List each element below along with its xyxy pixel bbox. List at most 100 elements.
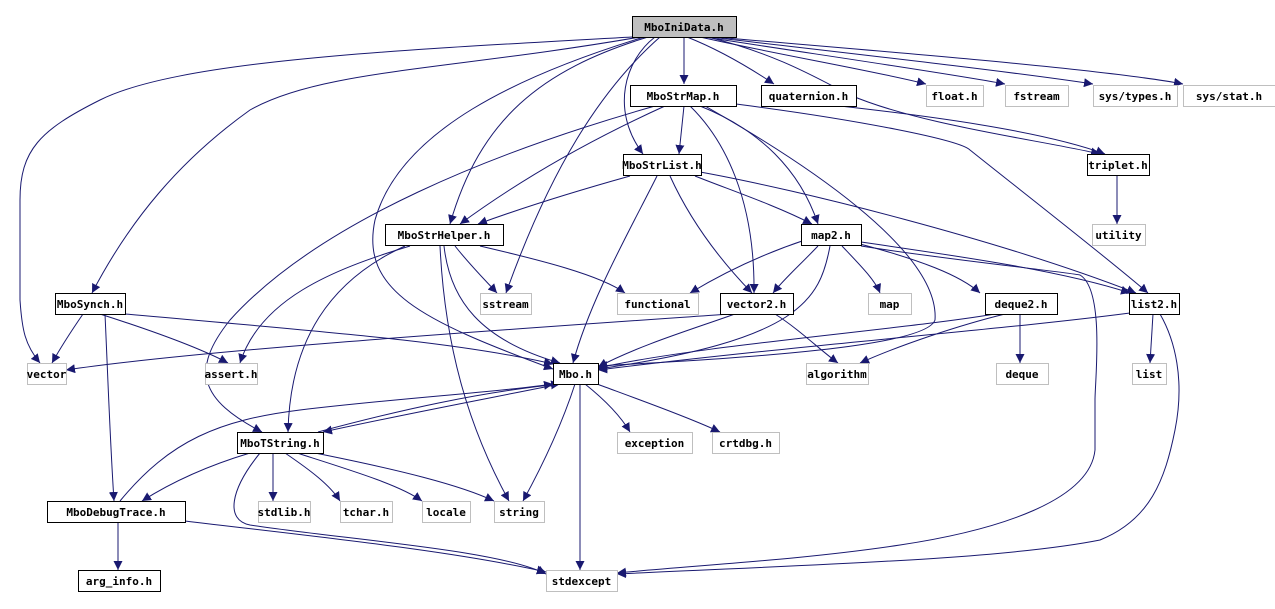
node-box	[720, 293, 794, 315]
node-label: algorithm	[807, 368, 867, 381]
edge-mbostrmap-h-to-mbo-h	[597, 105, 936, 370]
edge-mboinidata-h-to-triplet-h	[707, 36, 1101, 157]
edge-map2-h-to-deque2-h	[859, 243, 981, 294]
edge-mbotstring-h-to-tchar-h	[284, 452, 341, 502]
node-label: MboIniData.h	[644, 21, 723, 34]
node-float-h[interactable]: float.h	[926, 85, 984, 107]
node-list[interactable]: list	[1132, 363, 1167, 385]
node-box	[480, 293, 532, 315]
node-label: MboSynch.h	[57, 298, 123, 311]
node-exception[interactable]: exception	[617, 432, 693, 454]
node-mbostrmap-h[interactable]: MboStrMap.h	[630, 85, 737, 107]
edge-mbostrmap-h-to-mbotstring-h	[205, 105, 656, 433]
node-label: map	[880, 298, 900, 311]
node-box	[761, 85, 857, 107]
node-stdexcept[interactable]: stdexcept	[546, 570, 618, 592]
node-label: locale	[426, 506, 466, 519]
node-mbosynch-h[interactable]: MboSynch.h	[55, 293, 126, 315]
node-label: fstream	[1013, 90, 1060, 103]
edge-mboinidata-h-to-mbo-h	[372, 36, 645, 371]
edge-mbo-h-to-string	[522, 383, 576, 502]
node-locale[interactable]: locale	[422, 501, 471, 523]
node-box	[926, 85, 984, 107]
node-vector[interactable]: vector	[27, 363, 67, 385]
edge-mbostrmap-h-to-vector2-h	[689, 105, 759, 294]
edge-mbostrhelper-h-to-mbo-h	[443, 245, 561, 365]
edge-map2-h-to-vector2-h	[772, 245, 819, 294]
node-functional[interactable]: functional	[617, 293, 699, 315]
node-fstream[interactable]: fstream	[1005, 85, 1069, 107]
edge-mbostrhelper-h-to-mbotstring-h	[283, 245, 406, 433]
edge-mbostrmap-h-to-mbostrhelper-h	[459, 105, 666, 225]
node-box	[422, 501, 471, 523]
node-box	[1129, 293, 1180, 315]
node-triplet-h[interactable]: triplet.h	[1087, 154, 1150, 176]
node-box	[996, 363, 1049, 385]
node-label: stdexcept	[552, 575, 612, 588]
edge-map2-h-to-mbo-h	[597, 245, 831, 373]
node-tchar-h[interactable]: tchar.h	[340, 501, 393, 523]
node-box	[1132, 363, 1167, 385]
edge-mbostrmap-h-to-mbostrlist-h	[675, 105, 685, 155]
node-sstream[interactable]: sstream	[480, 293, 532, 315]
node-sys-stat-h[interactable]: sys/stat.h	[1183, 85, 1275, 107]
node-box	[47, 501, 186, 523]
node-string[interactable]: string	[494, 501, 545, 523]
edge-list2-h-to-mbo-h	[597, 312, 1131, 374]
node-utility[interactable]: utility	[1092, 224, 1146, 246]
edge-mbo-h-to-crtdbg-h	[596, 383, 721, 433]
edge-quaternion-h-to-triplet-h	[839, 105, 1106, 156]
node-label: stdlib.h	[258, 506, 311, 519]
node-assert-h[interactable]: assert.h	[205, 363, 258, 385]
node-label: list2.h	[1131, 298, 1177, 311]
node-label: string	[499, 506, 539, 519]
node-label: sstream	[482, 298, 529, 311]
node-label: deque2.h	[995, 298, 1048, 311]
node-mboinidata-h[interactable]: MboIniData.h	[632, 16, 737, 38]
node-mbodebugtrace-h[interactable]: MboDebugTrace.h	[47, 501, 186, 523]
node-mbotstring-h[interactable]: MboTString.h	[237, 432, 324, 454]
edge-mbotstring-h-to-stdexcept	[233, 452, 547, 575]
node-box	[340, 501, 393, 523]
node-label: MboDebugTrace.h	[66, 506, 165, 519]
node-label: MboStrHelper.h	[398, 229, 491, 242]
node-algorithm[interactable]: algorithm	[806, 363, 869, 385]
edge-mbostrhelper-h-to-functional	[479, 245, 626, 294]
node-label: deque	[1005, 368, 1038, 381]
node-mbostrhelper-h[interactable]: MboStrHelper.h	[385, 224, 504, 246]
node-box	[1183, 85, 1275, 107]
node-vector2-h[interactable]: vector2.h	[720, 293, 794, 315]
node-quaternion-h[interactable]: quaternion.h	[761, 85, 857, 107]
node-deque2-h[interactable]: deque2.h	[985, 293, 1058, 315]
node-crtdbg-h[interactable]: crtdbg.h	[712, 432, 780, 454]
edge-deque2-h-to-mbo-h	[597, 313, 996, 371]
node-mbo-h[interactable]: Mbo.h	[553, 363, 599, 385]
node-map[interactable]: map	[868, 293, 912, 315]
edge-mbodebugtrace-h-to-mbo-h	[119, 380, 554, 502]
node-label: vector	[27, 368, 67, 381]
edge-mbostrhelper-h-to-assert-h	[238, 245, 411, 364]
node-mbostrlist-h[interactable]: MboStrList.h	[622, 154, 702, 176]
node-map2-h[interactable]: map2.h	[801, 224, 862, 246]
edge-map2-h-to-functional	[689, 239, 806, 294]
edge-mbosynch-h-to-mbo-h	[124, 313, 554, 367]
edge-mboinidata-h-to-sys-stat-h	[714, 36, 1184, 87]
edge-mbostrlist-h-to-map2-h	[694, 175, 813, 225]
node-arg-info-h[interactable]: arg_info.h	[78, 570, 161, 592]
edge-map2-h-to-list2-h	[860, 241, 1131, 295]
node-label: vector2.h	[727, 298, 787, 311]
edge-mbosynch-h-to-assert-h	[99, 313, 229, 364]
node-deque[interactable]: deque	[996, 363, 1049, 385]
edge-mboinidata-h-to-mbostrlist-h	[623, 36, 656, 155]
edge-mboinidata-h-to-fstream	[704, 36, 1006, 87]
node-label: utility	[1095, 229, 1142, 242]
node-sys-types-h[interactable]: sys/types.h	[1093, 85, 1178, 107]
edge-mbostrlist-h-to-vector2-h	[669, 175, 753, 294]
node-list2-h[interactable]: list2.h	[1129, 293, 1180, 315]
node-box	[494, 501, 545, 523]
node-box	[1092, 224, 1146, 246]
edge-mbo-h-to-mbotstring-h	[322, 383, 561, 435]
node-stdlib-h[interactable]: stdlib.h	[258, 501, 311, 523]
